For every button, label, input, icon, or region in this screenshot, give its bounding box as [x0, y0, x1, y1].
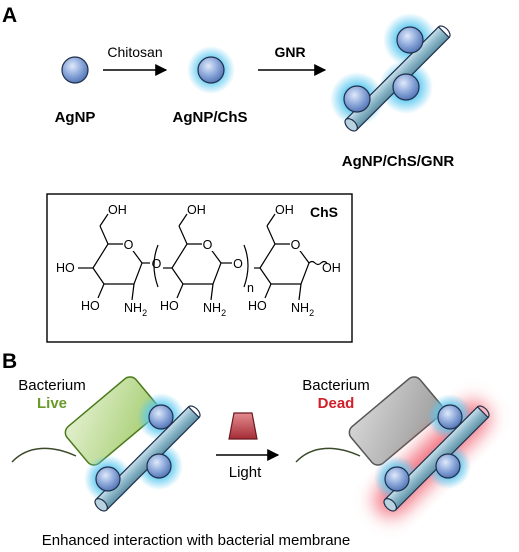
dead-bacterium-icon	[295, 376, 444, 466]
light-label: Light	[229, 464, 262, 481]
amino-label: NH2	[291, 301, 314, 318]
silver-nanoparticle-icon	[384, 466, 410, 492]
caption: Enhanced interaction with bacterial memb…	[42, 532, 351, 549]
silver-nanoparticle-icon	[148, 404, 174, 430]
hydroxyl-label: OH	[275, 203, 294, 217]
silver-nanoparticle-icon	[396, 26, 424, 54]
ring-oxygen-knockout	[202, 238, 213, 251]
step1-label: Chitosan	[107, 44, 162, 60]
assembly-live	[84, 393, 201, 512]
bacterium-label-dead: Bacterium	[302, 377, 370, 394]
hydroxyl-label: HO	[56, 261, 75, 275]
hydroxyl-label: HO	[160, 299, 179, 313]
repeat-subscript: n	[247, 281, 254, 295]
amino-label: NH2	[203, 301, 226, 318]
flagellum	[295, 447, 361, 463]
flagellum	[11, 447, 77, 463]
product-label-agnp-chs: AgNP/ChS	[173, 109, 248, 126]
dead-label: Dead	[318, 395, 355, 412]
hydroxyl-label: HO	[248, 299, 267, 313]
chs-title: ChS	[310, 204, 338, 220]
product-label-agnp: AgNP	[55, 109, 96, 126]
panel-b-label: B	[2, 350, 17, 373]
chs-atom-labels: O O O O O n OH OH OH HO HO HO HO OH NH2 …	[56, 203, 341, 318]
glycosidic-oxygen: O	[152, 257, 162, 271]
assembly-a	[330, 13, 451, 132]
silver-nanoparticle-icon	[95, 466, 121, 492]
ring-oxygen: O	[203, 238, 213, 252]
coated-nanoparticle-icon	[197, 56, 225, 84]
hydroxyl-label: OH	[108, 203, 127, 217]
ring-oxygen: O	[124, 238, 134, 252]
product-label-agnp-chs-gnr: AgNP/ChS/GNR	[342, 153, 455, 170]
silver-nanoparticle-icon	[392, 73, 420, 101]
panel-a-label: A	[2, 4, 17, 27]
ring-oxygen: O	[291, 238, 301, 252]
chs-skeletal-formula	[78, 213, 328, 301]
ring-oxygen-knockout	[123, 238, 134, 251]
silver-nanoparticle-icon	[146, 453, 172, 479]
silver-nanoparticle-icon	[435, 453, 461, 479]
glycosidic-oxygen: O	[233, 257, 243, 271]
gold-nanorod-icon	[383, 405, 490, 512]
hydroxyl-label: HO	[81, 299, 100, 313]
light-source-icon	[228, 412, 258, 440]
assembly-dead	[373, 394, 491, 518]
silver-nanoparticle-icon	[343, 85, 371, 113]
amino-label: NH2	[124, 301, 147, 318]
ring-oxygen-knockout	[290, 238, 301, 251]
chs-structure-box	[46, 193, 353, 343]
step2-label: GNR	[274, 44, 305, 60]
live-bacterium-icon	[11, 376, 160, 466]
live-label: Live	[37, 395, 67, 412]
bacterium-label-live: Bacterium	[18, 377, 86, 394]
silver-nanoparticle-icon	[61, 56, 89, 84]
hydroxyl-label: OH	[322, 261, 341, 275]
hydroxyl-label: OH	[187, 203, 206, 217]
silver-nanoparticle-icon	[437, 404, 463, 430]
